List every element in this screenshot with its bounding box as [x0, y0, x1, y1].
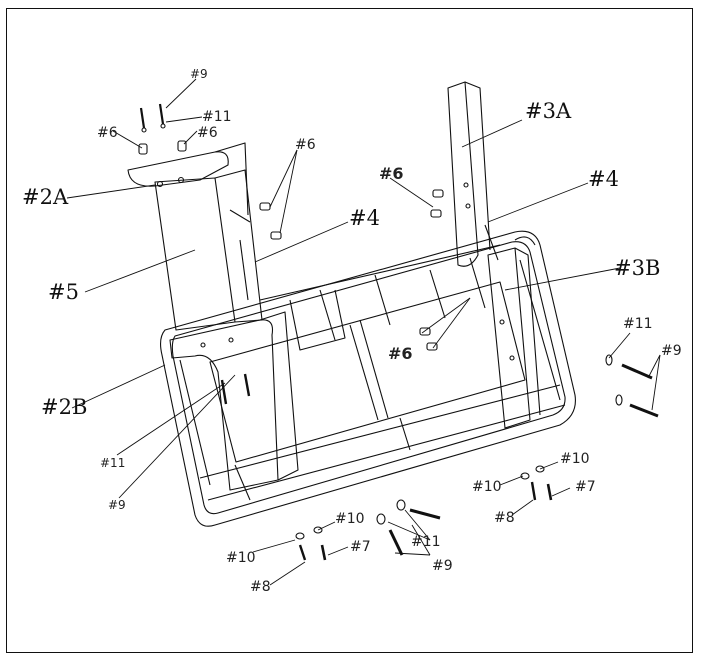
label-part-4-left: #4	[349, 206, 380, 230]
diagram-frame	[6, 8, 693, 653]
label-part-2B: #2B	[41, 395, 88, 419]
leader-lines	[66, 78, 661, 586]
post-3B	[487, 247, 541, 429]
label-part-3B: #3B	[614, 256, 661, 280]
label-hw-10-bottom-a: #10	[335, 511, 365, 527]
label-hw-9-top: #9	[190, 67, 208, 81]
label-part-2A: #2A	[22, 185, 69, 209]
label-hw-10-right-a: #10	[560, 451, 590, 467]
rail-4	[239, 224, 499, 301]
bracket-2A	[127, 142, 249, 216]
label-hw-6-upper-right: #6	[379, 164, 404, 183]
label-hw-9-bottom: #9	[432, 558, 453, 574]
label-hw-11-top: #11	[202, 109, 232, 125]
label-part-3A: #3A	[525, 99, 572, 123]
label-hw-6-center: #6	[388, 344, 413, 363]
label-hw-6-top-left: #6	[97, 125, 118, 141]
label-part-5: #5	[48, 280, 79, 304]
label-hw-9-left: #9	[108, 498, 126, 512]
label-hw-8-right: #8	[494, 510, 515, 526]
label-hw-7-right: #7	[575, 479, 596, 495]
label-hw-10-right-b: #10	[472, 479, 502, 495]
right-bolts	[605, 354, 659, 418]
label-hw-11-bottom: #11	[411, 534, 441, 550]
top-bolts	[139, 103, 251, 405]
label-hw-6-top-right: #6	[197, 125, 218, 141]
panel-5	[154, 169, 263, 331]
label-hw-9-right: #9	[661, 343, 682, 359]
label-hw-11-left: #11	[100, 456, 126, 470]
bottom-bolts	[295, 465, 553, 561]
label-hw-10-bottom-b: #10	[226, 550, 256, 566]
label-hw-7-bottom: #7	[350, 539, 371, 555]
label-hw-11-right: #11	[623, 316, 653, 332]
post-3A	[447, 81, 491, 267]
label-hw-6-mid: #6	[295, 137, 316, 153]
label-part-4-right: #4	[588, 167, 619, 191]
bracket-2B	[169, 311, 299, 491]
base-tray	[159, 230, 576, 527]
label-hw-8-bottom: #8	[250, 579, 271, 595]
